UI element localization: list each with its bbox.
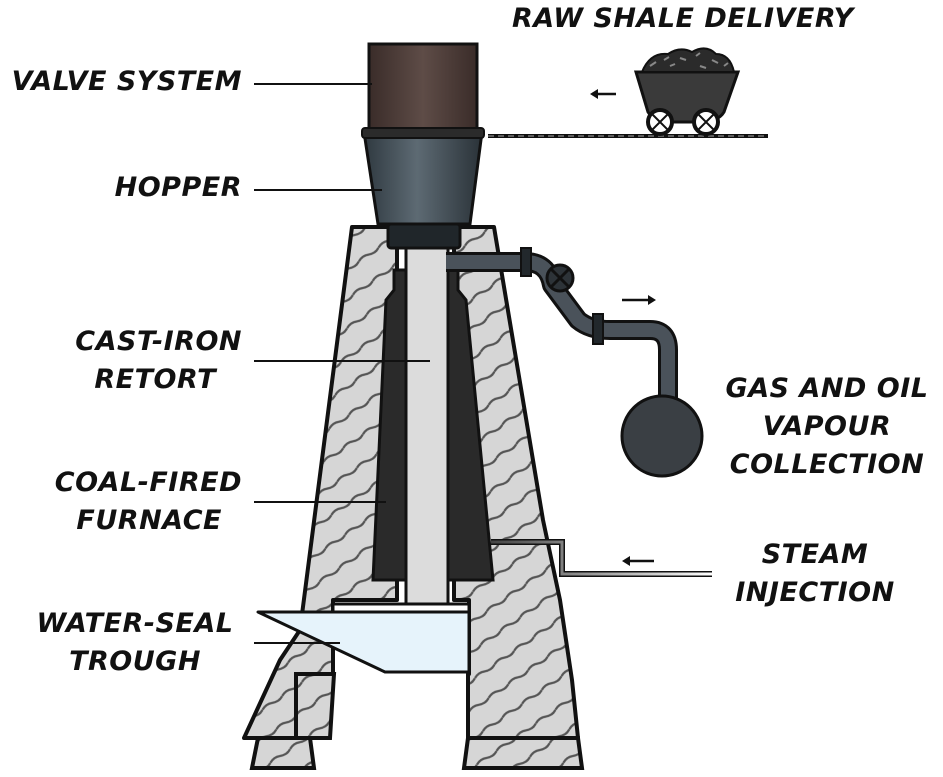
label-hopper: HOPPER [114,172,242,203]
label-steam-line1: STEAM [761,539,869,570]
label-furnace-line2: FURNACE [76,505,222,536]
label-gas-oil-line1: GAS AND OIL [725,373,929,404]
water-seal-trough [256,610,471,674]
hopper-neck [386,222,462,250]
gas-oil-collection-flask [620,394,704,478]
label-raw-shale-delivery: RAW SHALE DELIVERY [512,3,854,34]
label-steam-injection: STEAM INJECTION [700,536,930,612]
label-injection-line2: INJECTION [735,577,895,608]
right-arrow-icon [622,295,656,305]
label-trough-line2: TROUGH [69,646,201,677]
label-collection-line3: COLLECTION [729,449,925,480]
left-arrow-icon [622,556,654,566]
label-gas-oil-collection: GAS AND OIL VAPOUR COLLECTION [712,370,942,484]
label-valve-system: VALVE SYSTEM [11,66,242,97]
label-coal-fired-line1: COAL-FIRED [54,467,242,498]
valve-system [367,42,479,134]
label-coal-fired-furnace: COAL-FIRED FURNACE [4,464,242,540]
label-retort-line2: RETORT [94,364,216,395]
left-arrow-icon [590,89,616,99]
label-vapour-line2: VAPOUR [762,411,892,442]
cast-iron-retort [404,244,450,608]
mine-cart-icon [633,47,741,136]
brick-foot-right [461,736,585,770]
label-cast-iron-retort: CAST-IRON RETORT [4,323,242,399]
label-cast-iron-line1: CAST-IRON [75,326,242,357]
hopper [362,130,484,226]
brick-foot-left [249,736,317,770]
label-water-seal-line1: WATER-SEAL [36,608,234,639]
label-water-seal-trough: WATER-SEAL TROUGH [16,605,254,681]
